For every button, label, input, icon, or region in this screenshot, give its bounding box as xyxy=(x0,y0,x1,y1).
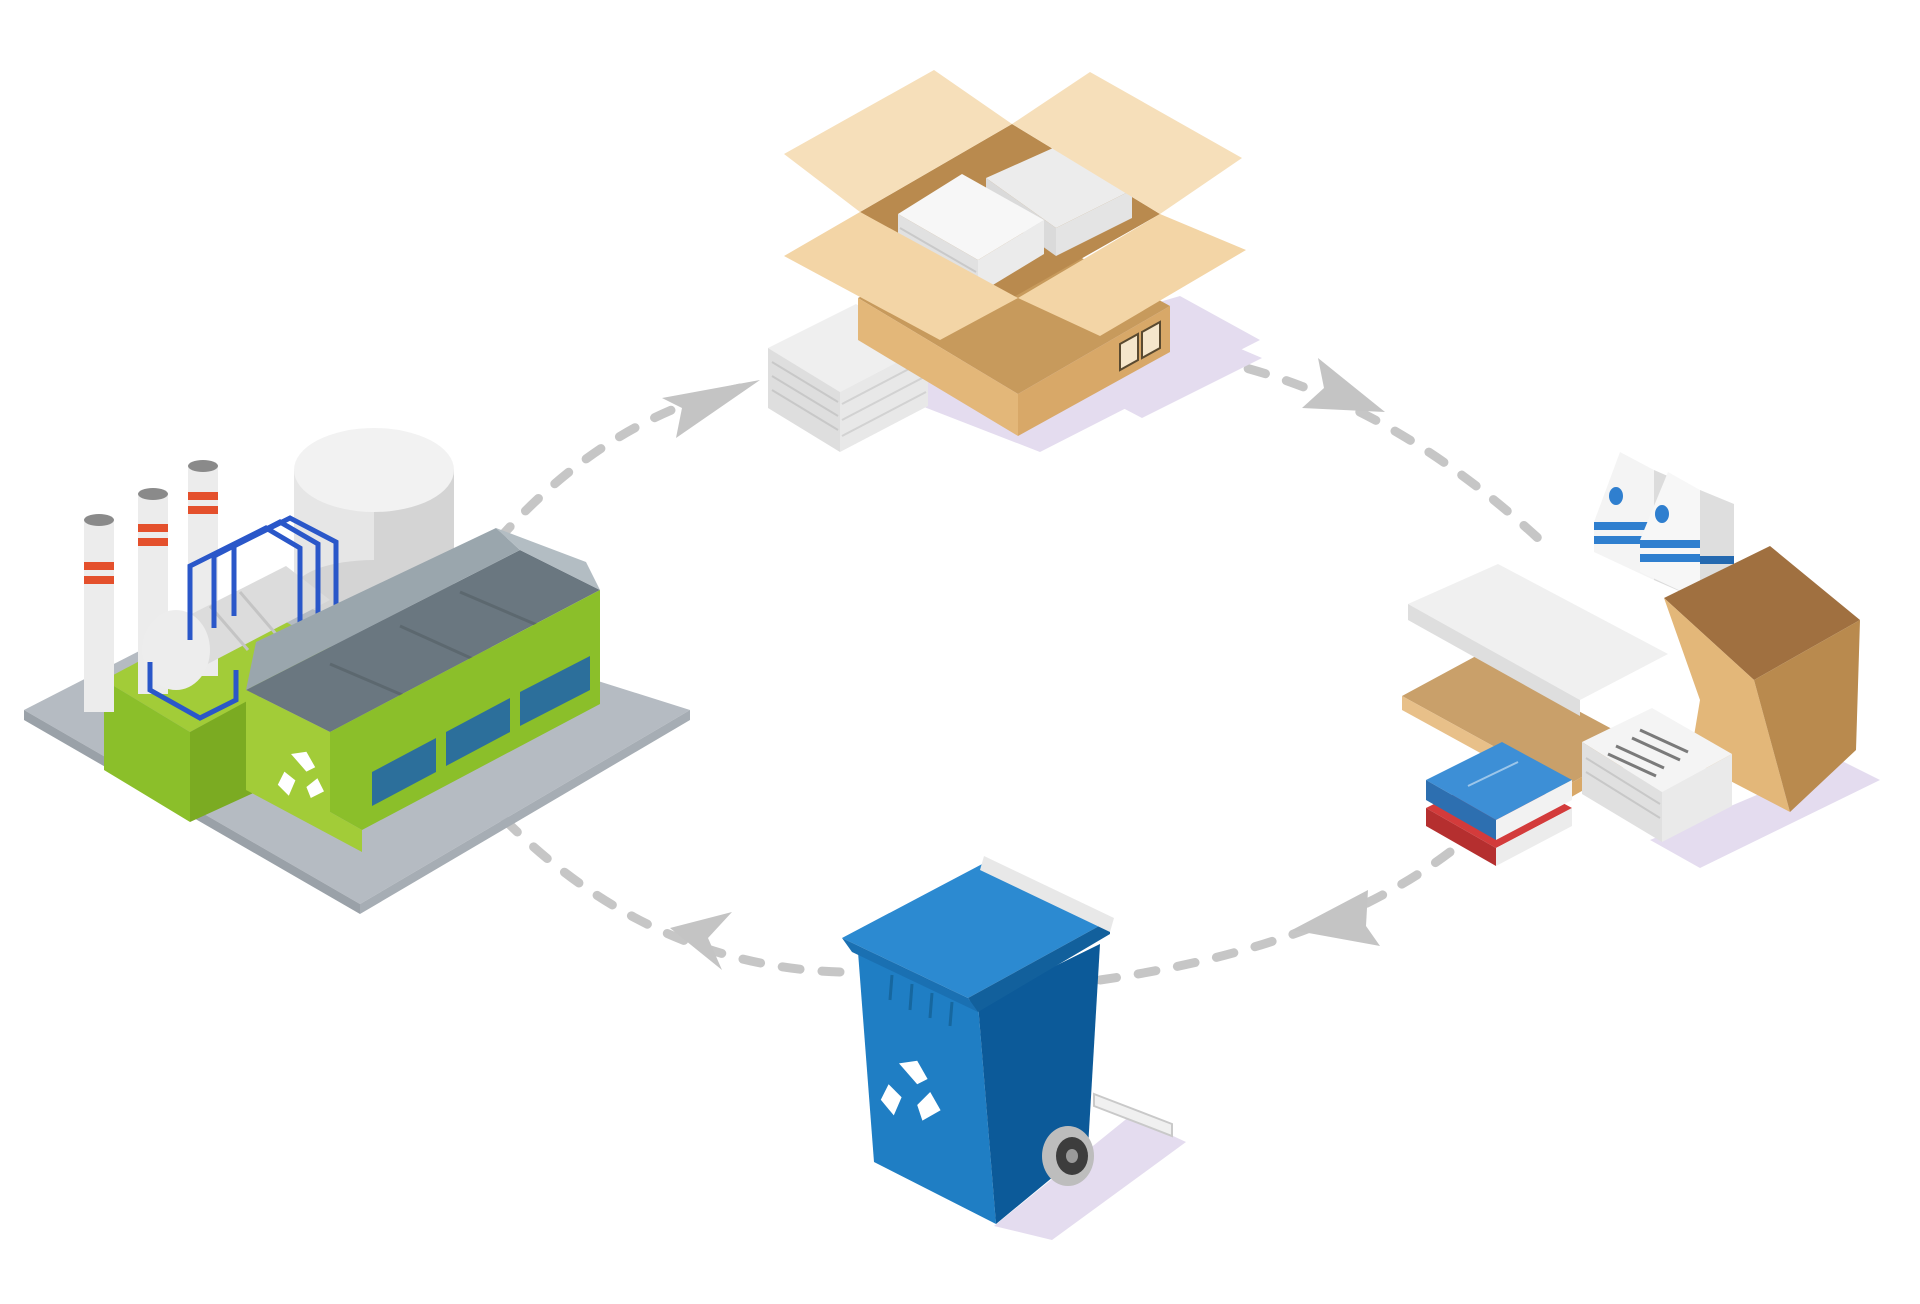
factory-hall xyxy=(246,528,600,852)
factory-window xyxy=(372,738,436,806)
arrow-factory-to-box xyxy=(493,380,760,545)
paper-roll-cylinder xyxy=(142,566,330,690)
fragile-label-icon xyxy=(1119,320,1161,372)
bin-wheel xyxy=(1042,1126,1094,1186)
recycling-factory-icon xyxy=(24,428,690,914)
books-icon xyxy=(1426,742,1572,866)
arrow-head-to-factory xyxy=(670,912,732,970)
arrow-head-to-box xyxy=(662,380,760,438)
factory-window xyxy=(446,698,510,766)
bin-body-front xyxy=(858,952,996,1224)
arrow-head-to-products xyxy=(1302,358,1385,412)
blue-pipes xyxy=(147,515,339,721)
blue-recycling-bin-icon xyxy=(842,856,1186,1240)
arrow-bin-to-factory xyxy=(500,815,845,977)
arrow-products-to-bin xyxy=(1095,847,1455,985)
recycle-symbol-icon xyxy=(880,1060,941,1121)
paper-stack-inside xyxy=(898,144,1132,294)
cardboard-box-with-paper-icon xyxy=(768,70,1262,452)
document-stack-icon xyxy=(1582,708,1732,842)
arrow-head-to-bin xyxy=(1292,890,1380,946)
arrow-box-to-products xyxy=(1165,347,1545,545)
factory-window xyxy=(520,656,590,726)
recycle-symbol-icon xyxy=(277,751,324,798)
paper-products-icon xyxy=(1402,452,1880,868)
